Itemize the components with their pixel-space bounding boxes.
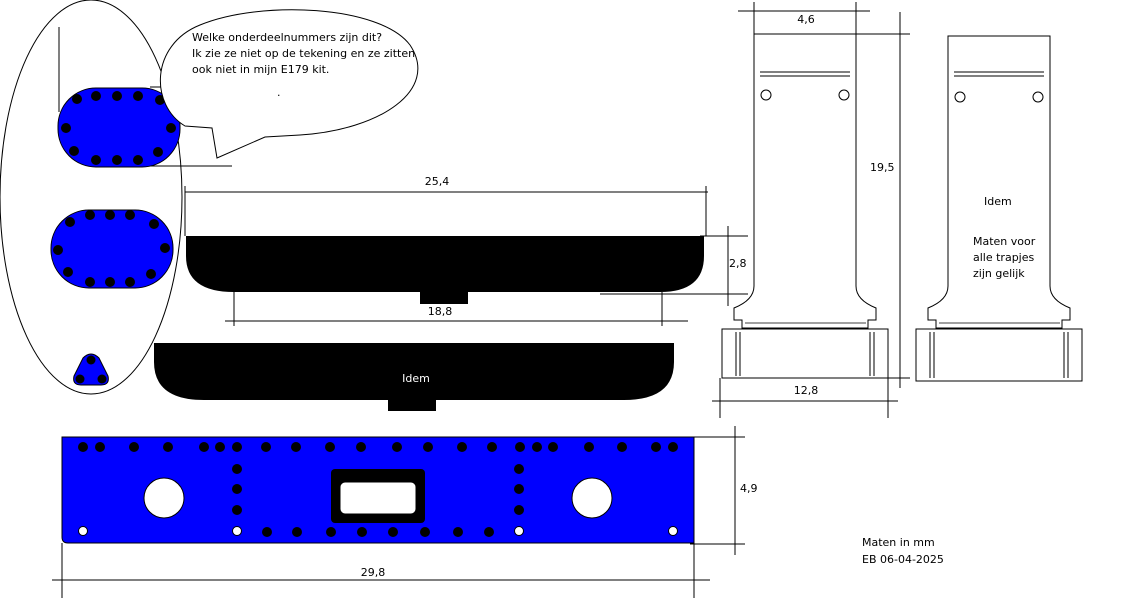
blue-oval-part-1	[57, 87, 181, 168]
maten-voor-line-3: zijn gelijk	[973, 267, 1025, 280]
plate-inner-holes	[232, 464, 524, 515]
speech-bubble-text: Welke onderdeelnummers zijn dit? Ik zie …	[192, 30, 415, 78]
bubble-dot: .	[277, 86, 281, 99]
triangle-holes	[75, 355, 107, 384]
dim-label-plate-width: 29,8	[360, 566, 386, 579]
dim-label-height-small: 2,8	[729, 257, 747, 270]
maten-voor-line-2: alle trapjes	[973, 251, 1035, 264]
plate-bottom-holes	[262, 527, 494, 537]
plate-window-inner	[339, 481, 417, 515]
dim-label-step-height: 19,5	[870, 161, 895, 174]
footer-units: Maten in mm	[862, 536, 935, 549]
dim-label-top-width: 25,4	[424, 175, 450, 188]
black-profile-bottom	[154, 343, 674, 411]
maten-voor-line-1: Maten voor	[973, 235, 1036, 248]
bubble-line-2: Ik zie ze niet op de tekening en ze zitt…	[192, 47, 416, 60]
bubble-line-1: Welke onderdeelnummers zijn dit?	[192, 31, 383, 44]
step-left	[721, 33, 889, 379]
idem-profile-label: Idem	[402, 372, 430, 385]
dim-label-step-top-width: 4,6	[797, 13, 815, 26]
idem-step-label: Idem	[984, 195, 1012, 208]
dim-label-step-base-width: 12,8	[793, 384, 819, 397]
grouping-ellipse	[0, 0, 183, 395]
black-profile-top	[186, 236, 704, 304]
dim-label-bottom-width: 18,8	[427, 305, 453, 318]
dim-label-plate-height: 4,9	[740, 482, 758, 495]
blue-oval-part-2	[50, 209, 174, 289]
plate-white-large-holes	[143, 477, 613, 519]
oval-2-holes	[53, 210, 170, 287]
plate-top-holes	[78, 442, 678, 452]
footer-author-date: EB 06-04-2025	[862, 553, 944, 566]
plate-white-small-holes	[78, 526, 678, 536]
step-right	[915, 35, 1083, 382]
bubble-line-3: ook niet in mijn E179 kit.	[192, 63, 330, 76]
speech-bubble	[159, 9, 419, 159]
